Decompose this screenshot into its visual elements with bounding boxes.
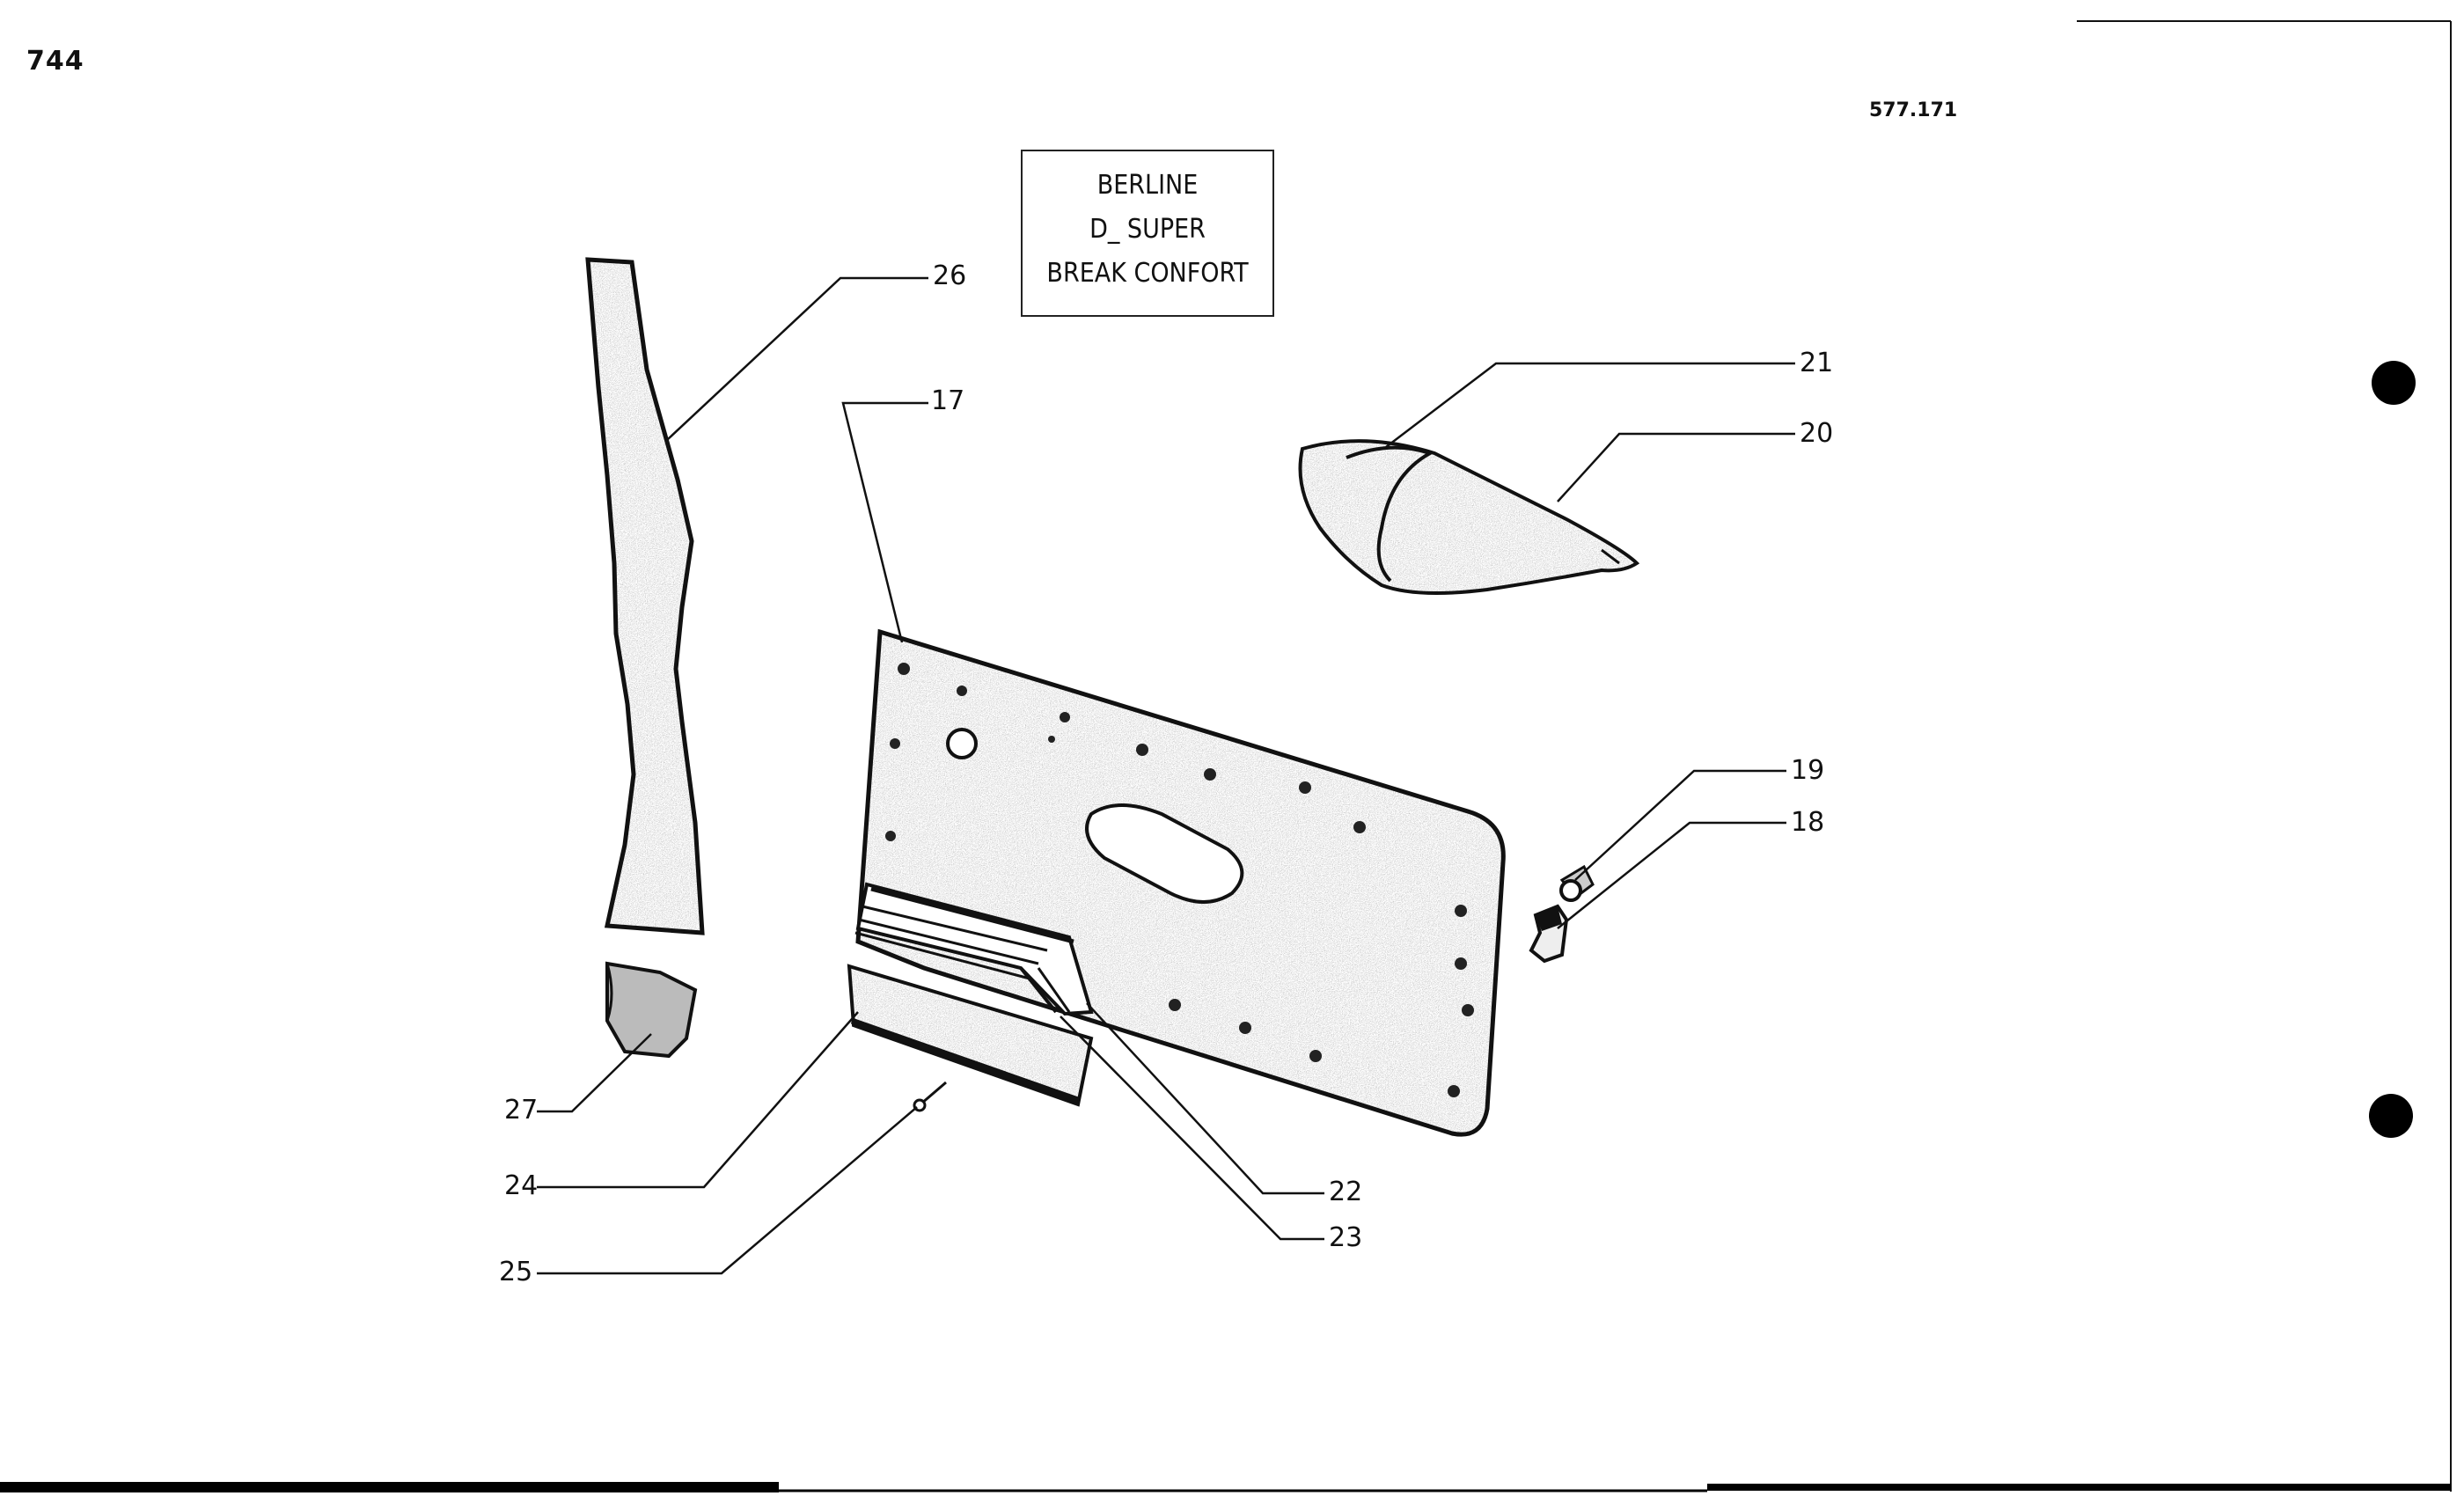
callout-22: 22 <box>1329 1177 1363 1207</box>
callout-26: 26 <box>933 260 967 291</box>
leader-20 <box>1557 432 1795 502</box>
part-26-pillar-trim <box>585 257 705 935</box>
panel-fastener-holes <box>885 663 1474 1097</box>
part-27-clip <box>605 961 698 1059</box>
part-25-screw <box>913 1081 947 1112</box>
page-number: 744 <box>26 46 84 77</box>
leader-27 <box>537 1033 652 1113</box>
callout-20: 20 <box>1800 418 1834 449</box>
leader-17 <box>841 401 928 643</box>
binder-punch-hole-bottom <box>2369 1094 2413 1138</box>
callout-23: 23 <box>1329 1222 1363 1253</box>
part-22-23-pocket-trim <box>854 882 1094 1016</box>
leader-21 <box>1385 362 1795 448</box>
leader-24 <box>537 1011 859 1189</box>
panel-handle-slot <box>1085 803 1244 904</box>
part-17-door-panel <box>855 628 1506 1137</box>
model-line-3: BREAK CONFORT <box>1046 258 1249 289</box>
leader-26 <box>666 276 928 441</box>
callout-17: 17 <box>931 385 965 416</box>
leader-18 <box>1557 821 1786 929</box>
model-line-2: D_ SUPER <box>1089 214 1206 245</box>
callout-24: 24 <box>504 1170 539 1201</box>
leader-23 <box>1060 1016 1324 1241</box>
part-19-knob <box>1559 864 1595 902</box>
part-18-escutcheon <box>1529 904 1569 964</box>
panel-window-crank-hole <box>946 728 978 759</box>
part-20-21-armrest <box>1298 439 1640 595</box>
reference-code: 577.171 <box>1869 99 1958 121</box>
part-24-pocket <box>847 964 1094 1107</box>
callout-27: 27 <box>504 1095 539 1126</box>
leader-19 <box>1574 769 1786 881</box>
model-applicability-box: BERLINE D_ SUPER BREAK CONFORT <box>1021 150 1274 317</box>
callout-19: 19 <box>1791 755 1825 786</box>
leader-lines <box>537 276 1795 1275</box>
callout-21: 21 <box>1800 348 1834 378</box>
model-line-1: BERLINE <box>1096 170 1199 201</box>
leader-25 <box>537 1106 918 1275</box>
callout-25: 25 <box>499 1257 533 1287</box>
leader-22 <box>1086 1002 1324 1195</box>
callout-18: 18 <box>1791 807 1825 838</box>
binder-punch-hole-top <box>2372 361 2416 405</box>
